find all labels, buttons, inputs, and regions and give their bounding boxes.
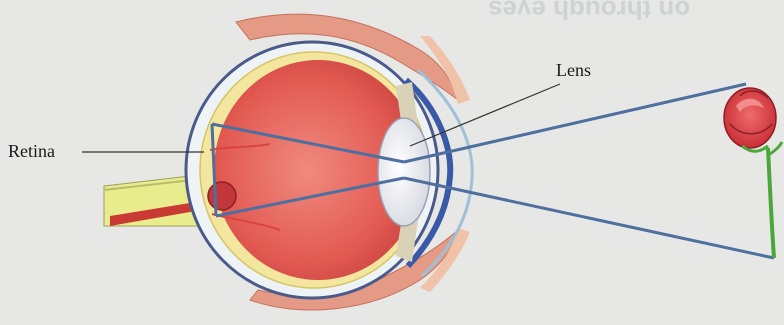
lens xyxy=(378,118,430,226)
rose-illustration xyxy=(724,88,782,258)
lens-label: Lens xyxy=(556,60,591,81)
retina-label: Retina xyxy=(8,141,55,162)
